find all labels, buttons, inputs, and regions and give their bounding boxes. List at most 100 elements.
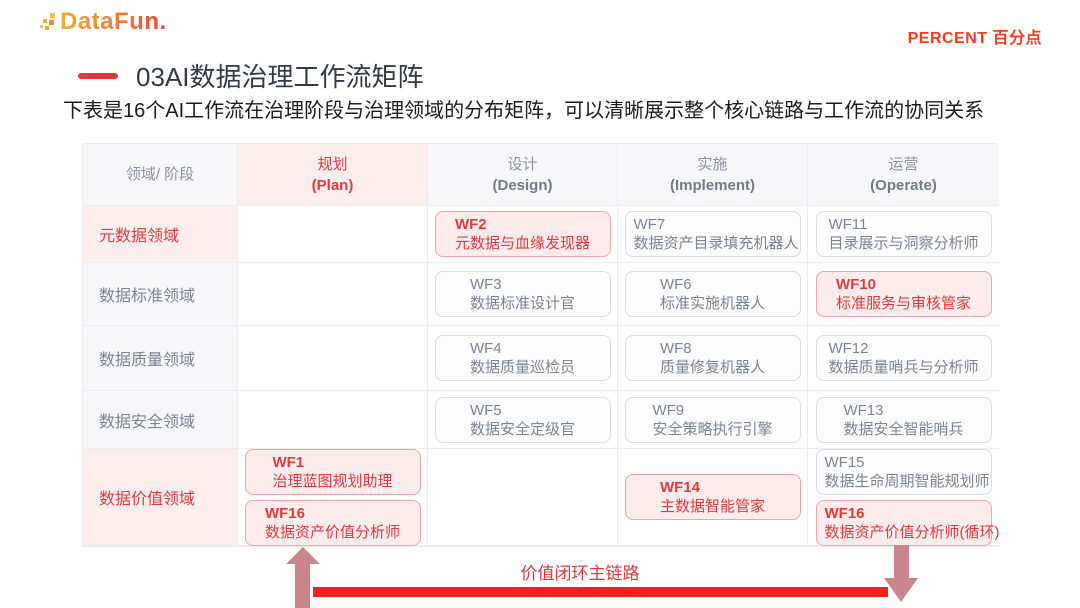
wf-box-wf16-plan: WF16 数据资产价值分析师 [244, 499, 421, 546]
cell-standards-operate: WF10 标准服务与审核管家 [808, 263, 999, 326]
wf16-loop-code: WF16 [824, 504, 865, 522]
workflow-matrix: 领域/ 阶段 规划 (Plan) 设计 (Design) 实施 (Impleme… [82, 143, 1000, 547]
wf4-code: WF4 [469, 340, 502, 357]
wf-box-wf7: WF7 数据资产目录填充机器人 [624, 211, 801, 257]
wf-box-wf14: WF14 主数据智能管家 [624, 474, 801, 520]
cell-metadata-implement: WF7 数据资产目录填充机器人 [618, 206, 808, 263]
wf-box-wf3: WF3 数据标准设计官 [434, 271, 611, 317]
wf16-plan-code: WF16 [264, 504, 305, 522]
cell-metadata-design: WF2 元数据与血缘发现器 [428, 206, 618, 263]
col-header-axis: 领域/ 阶段 [83, 144, 238, 206]
wf-box-wf10: WF10 标准服务与审核管家 [815, 271, 992, 317]
wf4-name: 数据质量巡检员 [469, 359, 575, 376]
wf-box-wf12: WF12 数据质量哨兵与分析师 [815, 335, 992, 381]
wf15-code: WF15 [824, 453, 865, 471]
implement-en: (Implement) [669, 176, 755, 194]
wf6-code: WF6 [659, 276, 692, 293]
cell-value-design [428, 449, 618, 546]
wf10-name: 标准服务与审核管家 [835, 295, 971, 312]
wf7-name: 数据资产目录填充机器人 [633, 235, 799, 252]
operate-zh: 运营 [888, 155, 919, 173]
cell-standards-plan [238, 263, 428, 326]
down-arrow-icon [884, 578, 918, 602]
wf7-code: WF7 [633, 216, 666, 233]
wf9-code: WF9 [652, 401, 685, 419]
col-header-operate: 运营 (Operate) [808, 144, 999, 206]
wf8-code: WF8 [659, 340, 692, 357]
down-arrow-shaft [894, 545, 909, 579]
wf-box-wf5: WF5 数据安全定级官 [434, 396, 611, 443]
logo-pixels-icon [40, 13, 55, 30]
wf14-code: WF14 [659, 479, 700, 496]
cell-quality-implement: WF8 质量修复机器人 [618, 326, 808, 391]
wf-box-wf15: WF15 数据生命周期智能规划师 [815, 448, 992, 495]
value-loop-bar [313, 587, 888, 597]
wf12-name: 数据质量哨兵与分析师 [828, 359, 979, 376]
design-zh: 设计 [507, 155, 538, 173]
logo-text: DataFun. [60, 8, 167, 35]
cell-value-implement: WF14 主数据智能管家 [618, 449, 808, 546]
cell-standards-design: WF3 数据标准设计官 [428, 263, 618, 326]
value-loop-label: 价值闭环主链路 [520, 564, 640, 583]
cell-metadata-operate: WF11 目录展示与洞察分析师 [808, 206, 999, 263]
operate-en: (Operate) [870, 176, 937, 194]
wf1-code: WF1 [272, 453, 305, 471]
wf1-name: 治理蓝图规划助理 [272, 472, 393, 490]
wf13-name: 数据安全智能哨兵 [843, 420, 964, 438]
wf2-name: 元数据与血缘发现器 [454, 235, 590, 252]
wf6-name: 标准实施机器人 [659, 295, 765, 312]
wf-box-wf1: WF1 治理蓝图规划助理 [244, 448, 421, 495]
plan-zh: 规划 [317, 155, 348, 173]
datafun-logo: DataFun. [40, 8, 167, 36]
wf14-name: 主数据智能管家 [659, 498, 765, 515]
wf10-code: WF10 [835, 276, 876, 293]
row-label-metadata: 元数据领域 [83, 206, 238, 263]
cell-quality-plan [238, 326, 428, 391]
up-arrow-shaft [295, 563, 310, 608]
page-subtitle: 下表是16个AI工作流在治理阶段与治理领域的分布矩阵，可以清晰展示整个核心链路与… [63, 100, 985, 122]
row-label-quality: 数据质量领域 [83, 326, 238, 391]
axis-label: 领域/ 阶段 [125, 166, 195, 183]
design-en: (Design) [492, 176, 553, 194]
cell-security-operate: WF13 数据安全智能哨兵 [808, 391, 999, 449]
wf3-code: WF3 [469, 276, 502, 293]
wf5-name: 数据安全定级官 [469, 420, 575, 438]
wf15-name: 数据生命周期智能规划师 [824, 472, 990, 490]
up-arrow-icon [286, 547, 320, 564]
wf16-loop-name: 数据资产价值分析师(循环) [824, 523, 1000, 541]
col-header-implement: 实施 (Implement) [618, 144, 808, 206]
wf13-code: WF13 [843, 401, 884, 419]
page-title-row: 03AI数据治理工作流矩阵 [78, 57, 424, 94]
implement-zh: 实施 [697, 155, 728, 173]
wf-box-wf9: WF9 安全策略执行引擎 [624, 396, 801, 443]
wf3-name: 数据标准设计官 [469, 295, 575, 312]
wf2-code: WF2 [454, 216, 487, 233]
wf16-plan-name: 数据资产价值分析师 [264, 523, 400, 541]
wf11-code: WF11 [828, 216, 868, 233]
row-label-standards: 数据标准领域 [83, 263, 238, 326]
row-label-security: 数据安全领域 [83, 391, 238, 449]
cell-quality-design: WF4 数据质量巡检员 [428, 326, 618, 391]
wf-box-wf16-loop: WF16 数据资产价值分析师(循环) [815, 499, 1000, 546]
cell-value-operate: WF15 数据生命周期智能规划师 WF16 数据资产价值分析师(循环) [808, 448, 1000, 546]
wf-box-wf11: WF11 目录展示与洞察分析师 [815, 211, 992, 257]
wf12-code: WF12 [828, 340, 869, 357]
cell-value-plan: WF1 治理蓝图规划助理 WF16 数据资产价值分析师 [238, 448, 428, 546]
cell-security-plan [238, 391, 428, 449]
title-dash [78, 72, 118, 79]
col-header-design: 设计 (Design) [428, 144, 618, 206]
cell-metadata-plan [238, 206, 428, 263]
wf5-code: WF5 [469, 401, 502, 419]
wf-box-wf2: WF2 元数据与血缘发现器 [434, 211, 611, 257]
cell-quality-operate: WF12 数据质量哨兵与分析师 [808, 326, 999, 391]
wf-box-wf6: WF6 标准实施机器人 [624, 271, 801, 317]
row-label-value: 数据价值领域 [83, 449, 238, 546]
partner-brand: PERCENT 百分点 [907, 30, 1042, 47]
wf-box-wf8: WF8 质量修复机器人 [624, 335, 801, 381]
col-header-plan: 规划 (Plan) [238, 144, 428, 206]
wf11-name: 目录展示与洞察分析师 [828, 235, 979, 252]
page-title: 03AI数据治理工作流矩阵 [136, 62, 424, 92]
plan-en: (Plan) [311, 176, 354, 194]
cell-security-implement: WF9 安全策略执行引擎 [618, 391, 808, 449]
